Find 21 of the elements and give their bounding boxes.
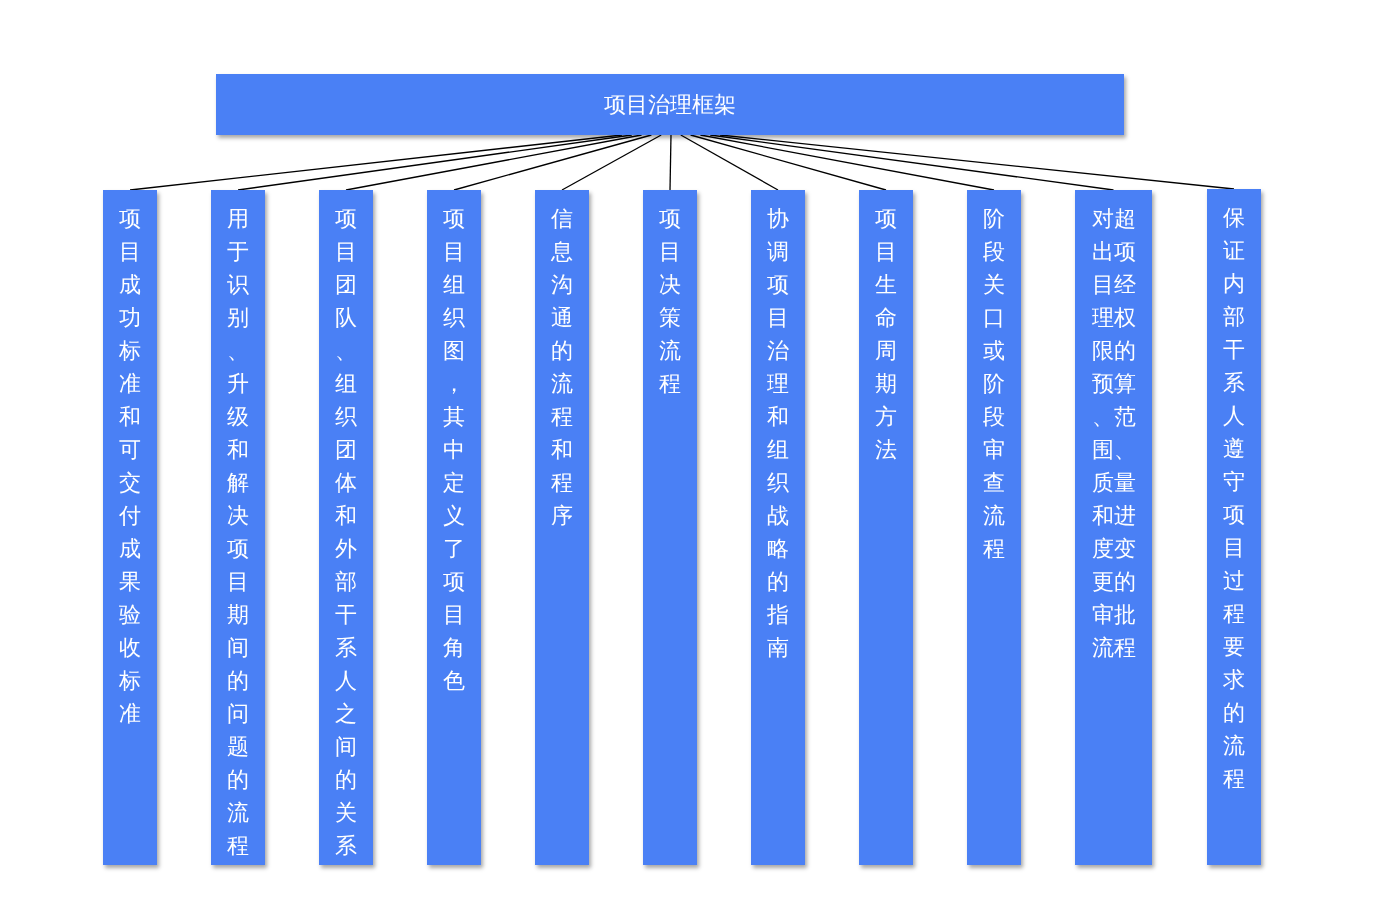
connector-line bbox=[680, 134, 779, 191]
connector-line bbox=[237, 134, 633, 191]
title-box: 项目治理框架 bbox=[216, 74, 1124, 135]
connector-line bbox=[453, 134, 653, 191]
item-column-box: 保证内部干系人遵守项目过程要求的流程 bbox=[1207, 189, 1261, 865]
item-column-box: 项目团队、组织团体和外部干系人之间的关系 bbox=[319, 190, 373, 865]
item-column-box: 信息沟通的流程和程序 bbox=[535, 190, 589, 865]
item-column-box: 项目生命周期方法 bbox=[859, 190, 913, 865]
connector-line bbox=[345, 134, 643, 191]
item-column-box: 用于识别、升级和解决项目期间的问题的流程 bbox=[211, 190, 265, 865]
item-column-box: 项目决策流程 bbox=[643, 190, 697, 865]
connector-line bbox=[669, 134, 672, 191]
item-column-box: 协调项目治理和组织战略的指南 bbox=[751, 190, 805, 865]
connector-line bbox=[689, 134, 887, 191]
item-column-box: 阶段关口或阶段审查流程 bbox=[967, 190, 1021, 865]
item-column-box: 项目组织图，其中定义了项目角色 bbox=[427, 190, 481, 865]
connector-line bbox=[709, 134, 1115, 191]
item-column-box: 对超出项目经理权限的预算、范围、质量和进度变更的审批流程 bbox=[1075, 190, 1152, 865]
item-column-box: 项目成功标准和可交付成果验收标准 bbox=[103, 190, 157, 865]
connector-line bbox=[699, 134, 995, 191]
connector-line bbox=[561, 134, 662, 191]
